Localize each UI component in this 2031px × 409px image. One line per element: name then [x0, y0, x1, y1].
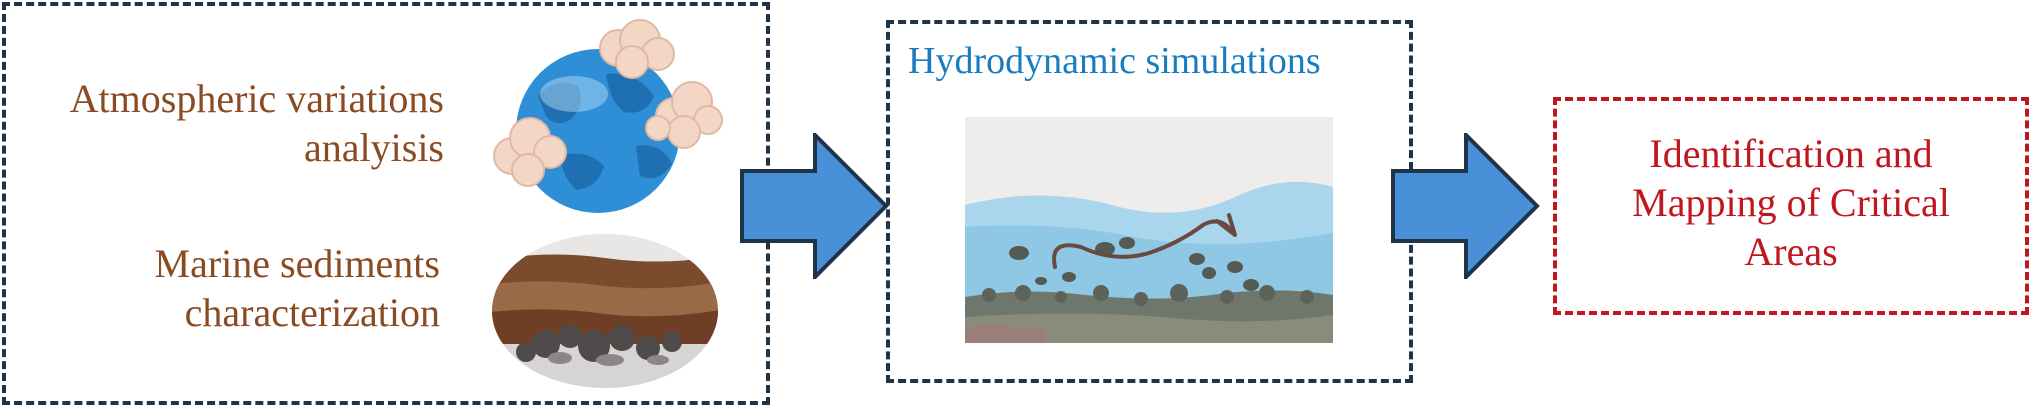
seabed-sediment-transport-icon	[965, 117, 1333, 343]
sediments-label-line2: characterization	[184, 289, 440, 335]
atmospheric-label-line2: analyisis	[304, 124, 444, 170]
output-label-line2: Mapping of Critical	[1632, 179, 1950, 225]
atmospheric-label-line1: Atmospheric variations	[69, 76, 444, 121]
output-label-line3: Areas	[1744, 228, 1838, 274]
sediment-layers-icon	[492, 234, 718, 388]
output-label-line1: Identification and	[1649, 131, 1933, 176]
sediments-label-line1: Marine sediments	[154, 241, 441, 286]
flow-arrow-1	[740, 133, 889, 279]
hydrodynamic-simulations-title: Hydrodynamic simulations	[908, 40, 1321, 82]
globe-with-clouds-icon	[493, 19, 723, 213]
critical-areas-label: Identification and Mapping of Critical A…	[1557, 130, 2025, 276]
flow-arrow-2	[1391, 133, 1540, 279]
output-box	[1553, 97, 2029, 315]
